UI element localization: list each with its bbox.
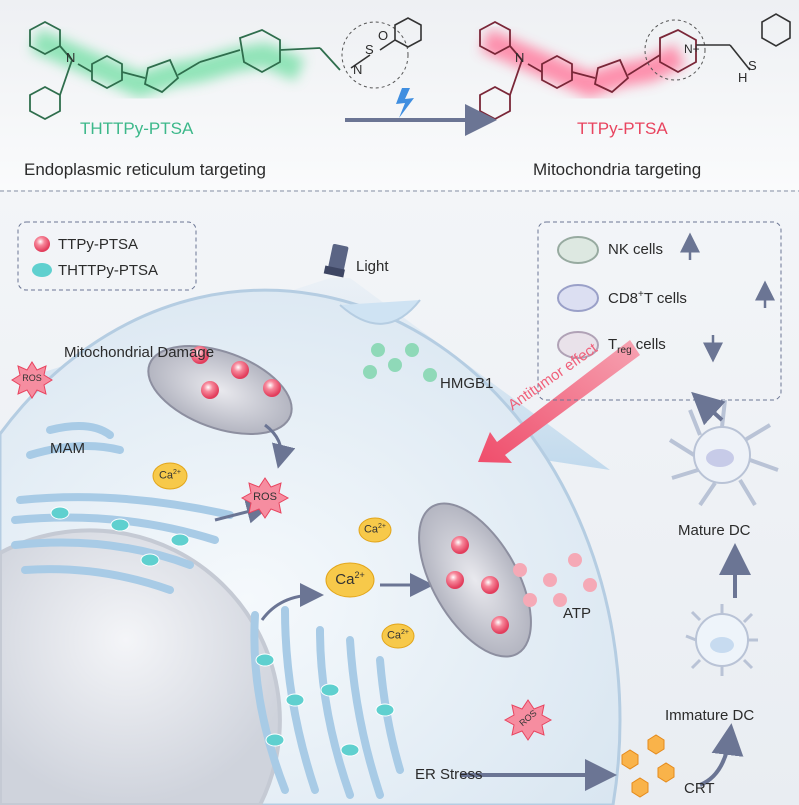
ca-label-1: Ca2+ bbox=[156, 469, 184, 482]
atom-o: O bbox=[378, 28, 389, 43]
mito-ros-arrow bbox=[264, 423, 296, 469]
light-label: Light bbox=[356, 258, 389, 275]
crt-label: CRT bbox=[684, 780, 715, 797]
immature-dc-label: Immature DC bbox=[665, 707, 755, 724]
legend-ttpy: TTPy-PTSA bbox=[58, 236, 139, 253]
ca-release-arrow bbox=[260, 583, 324, 621]
ttpy-ptsa-label: TTPy-PTSA bbox=[577, 119, 668, 138]
atom-s: S bbox=[365, 42, 374, 57]
crt-to-dc-arrow bbox=[699, 723, 744, 787]
antitumor-arrow bbox=[478, 340, 640, 463]
ca-text: Ca bbox=[335, 571, 355, 588]
ca-text: Ca bbox=[158, 469, 174, 482]
hmgb1-particles bbox=[363, 343, 437, 382]
nk-cells-label: NK cells bbox=[608, 241, 664, 258]
ros-icons bbox=[11, 361, 553, 741]
ca-text: Ca bbox=[386, 629, 402, 642]
ros-text-2: ROS bbox=[253, 491, 277, 503]
atom-n: N bbox=[66, 50, 76, 65]
immune-box bbox=[537, 221, 782, 401]
ttpy-legend-icon bbox=[34, 236, 50, 252]
mito-targeting-label: Mitochondria targeting bbox=[533, 160, 702, 179]
thttpy-ptsa-particles bbox=[50, 506, 395, 757]
ca-text: Ca bbox=[363, 523, 379, 536]
thttpy-ptsa-label: THTTPy-PTSA bbox=[80, 119, 194, 138]
ca-label-3: Ca2+ bbox=[330, 570, 370, 588]
ca-label-4: Ca2+ bbox=[384, 629, 412, 642]
legend-thttpy: THTTPy-PTSA bbox=[58, 262, 158, 279]
atom-s-right: S bbox=[748, 58, 757, 73]
calcium-ions bbox=[152, 462, 415, 649]
flashlight-icon bbox=[323, 244, 349, 278]
mitochondrion bbox=[418, 502, 532, 658]
thttpy-ptsa-structure bbox=[29, 17, 422, 121]
treg-prefix: T bbox=[608, 336, 618, 353]
ros-text-1: ROS bbox=[22, 373, 42, 383]
atom-n-right: N bbox=[515, 50, 525, 65]
atp-label: ATP bbox=[563, 605, 592, 622]
mature-dc bbox=[668, 399, 779, 507]
cd8-prefix: CD8 bbox=[608, 290, 639, 307]
ca-sup: 2+ bbox=[378, 523, 387, 530]
cd8-cell-icon bbox=[557, 284, 599, 312]
hmgb1-label: HMGB1 bbox=[440, 375, 494, 392]
atom-h-right: H bbox=[738, 70, 748, 85]
lightning-icon bbox=[396, 88, 414, 118]
ttpy-ptsa-structure bbox=[479, 13, 791, 121]
treg-cells-label: Treg cells bbox=[608, 336, 666, 356]
atom-nh: N bbox=[353, 62, 363, 77]
mature-dc-label: Mature DC bbox=[678, 522, 751, 539]
treg-cell-icon bbox=[557, 331, 599, 359]
legend-box bbox=[17, 221, 197, 291]
crt-particles bbox=[621, 734, 675, 798]
endoplasmic-reticulum bbox=[11, 422, 404, 799]
nk-cell-icon bbox=[557, 236, 599, 264]
mature-to-box-arrow bbox=[691, 391, 726, 426]
mito-damage-label: Mitochondrial Damage bbox=[64, 344, 215, 361]
cd8-suffix: T cells bbox=[643, 290, 687, 307]
mam-label: MAM bbox=[50, 440, 85, 457]
ca-sup: 2+ bbox=[354, 570, 365, 580]
ca-label-2: Ca2+ bbox=[361, 523, 389, 536]
hmgb1-vesicle bbox=[339, 299, 421, 325]
thttpy-legend-icon bbox=[32, 263, 52, 277]
er-stress-label: ER Stress bbox=[415, 766, 483, 783]
atp-particles bbox=[513, 553, 597, 607]
ca-sup: 2+ bbox=[173, 469, 182, 476]
immature-dc bbox=[685, 604, 758, 676]
er-targeting-label: Endoplasmic reticulum targeting bbox=[24, 160, 266, 179]
mitochondrion-damaged bbox=[147, 345, 293, 435]
treg-suffix: cells bbox=[631, 336, 666, 353]
ca-sup: 2+ bbox=[401, 629, 410, 636]
treg-sub: reg bbox=[617, 345, 632, 356]
cd8-sup: + bbox=[638, 289, 644, 300]
cd8-cells-label: CD8+T cells bbox=[608, 289, 687, 307]
atom-nplus: N+ bbox=[684, 42, 700, 56]
